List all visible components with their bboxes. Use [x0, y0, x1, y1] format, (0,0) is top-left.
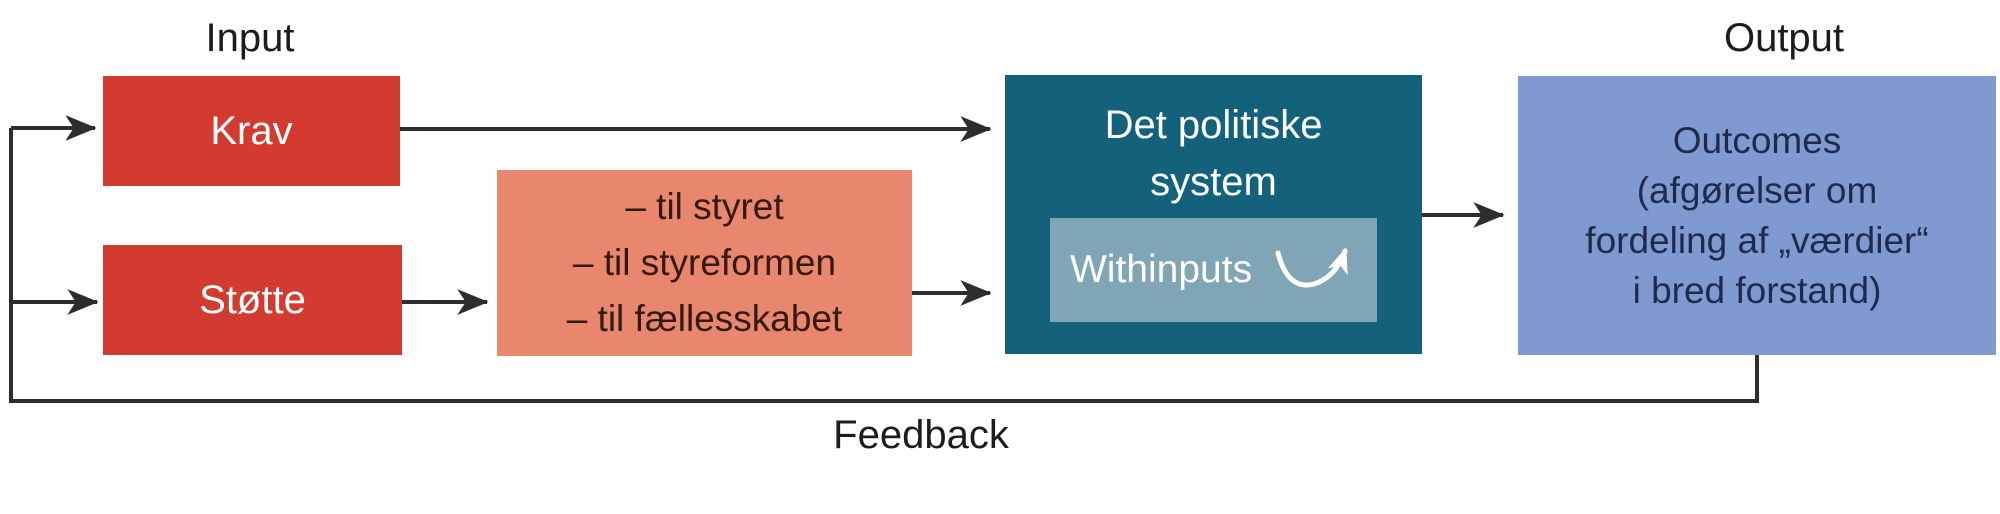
- outcomes-line: Outcomes: [1672, 119, 1842, 161]
- feedback-label: Feedback: [833, 413, 1009, 457]
- output-label: Output: [1723, 16, 1845, 60]
- support-target-item: – til styreformen: [572, 242, 837, 283]
- political-system-box: Det politiske system Withinputs: [1005, 75, 1422, 354]
- withinputs-label: Withinputs: [1070, 248, 1253, 291]
- support-target-item: – til fællesskabet: [566, 298, 843, 339]
- stoette-box: Støtte: [103, 245, 402, 355]
- krav-box-label: Krav: [210, 108, 293, 153]
- stoette-box-label: Støtte: [199, 277, 306, 322]
- withinputs-panel: Withinputs: [1050, 218, 1377, 322]
- outcomes-line: (afgørelser om: [1636, 169, 1878, 211]
- support-targets-box: – til styret – til styreformen – til fæl…: [497, 170, 912, 356]
- support-target-item: – til styret: [625, 186, 784, 227]
- political-system-title-line1: Det politiske: [1104, 103, 1323, 147]
- input-label: Input: [205, 16, 295, 60]
- curved-up-right-arrow-icon: [1275, 247, 1348, 288]
- krav-box: Krav: [103, 76, 400, 186]
- outcomes-line: i bred forstand): [1632, 269, 1882, 311]
- feedback-loop-line: [9, 128, 1759, 403]
- outcomes-box: Outcomes (afgørelser om fordeling af „væ…: [1518, 76, 1996, 355]
- political-system-title: Det politiske system: [1105, 97, 1323, 211]
- political-system-title-line2: system: [1150, 160, 1277, 204]
- outcomes-line: fordeling af „værdier“: [1585, 219, 1929, 261]
